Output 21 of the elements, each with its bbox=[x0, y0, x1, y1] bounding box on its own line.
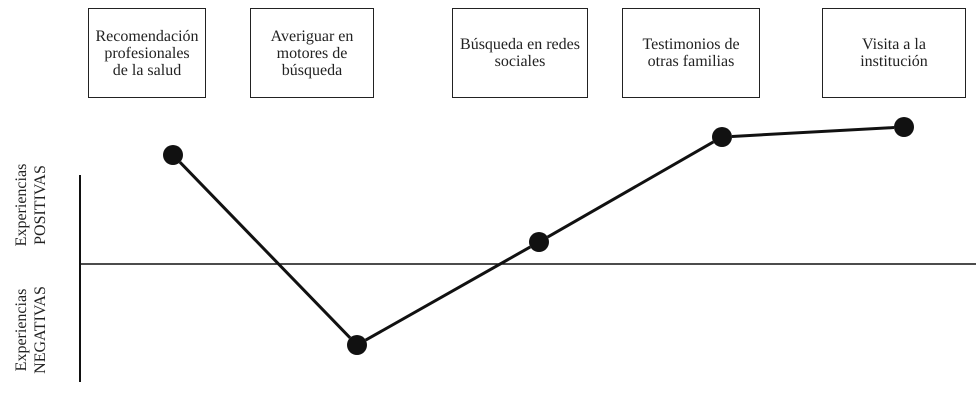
data-point bbox=[894, 117, 914, 137]
journey-line bbox=[546, 140, 714, 238]
journey-line bbox=[364, 246, 532, 342]
stage-label: Búsqueda en redes sociales bbox=[459, 36, 581, 70]
stage-box bbox=[822, 8, 966, 98]
axis-label: Experiencias POSITIVAS bbox=[12, 162, 50, 248]
stage-box bbox=[452, 8, 588, 98]
stage-label: Testimonios de otras familias bbox=[641, 36, 741, 70]
data-point bbox=[712, 127, 732, 147]
data-point bbox=[163, 145, 183, 165]
stage-label: Visita a la institución bbox=[859, 36, 929, 70]
stage-box bbox=[250, 8, 374, 98]
stage-label: Averiguar en motores de búsqueda bbox=[270, 28, 354, 78]
data-point bbox=[347, 335, 367, 355]
data-point bbox=[529, 232, 549, 252]
journey-line bbox=[732, 126, 894, 138]
journey-line bbox=[178, 161, 352, 339]
stage-label: Recomendación profesionales de la salud bbox=[94, 28, 200, 78]
axis-label: Experiencias NEGATIVAS bbox=[12, 285, 50, 376]
stage-box bbox=[622, 8, 760, 98]
stage-box bbox=[88, 8, 206, 98]
